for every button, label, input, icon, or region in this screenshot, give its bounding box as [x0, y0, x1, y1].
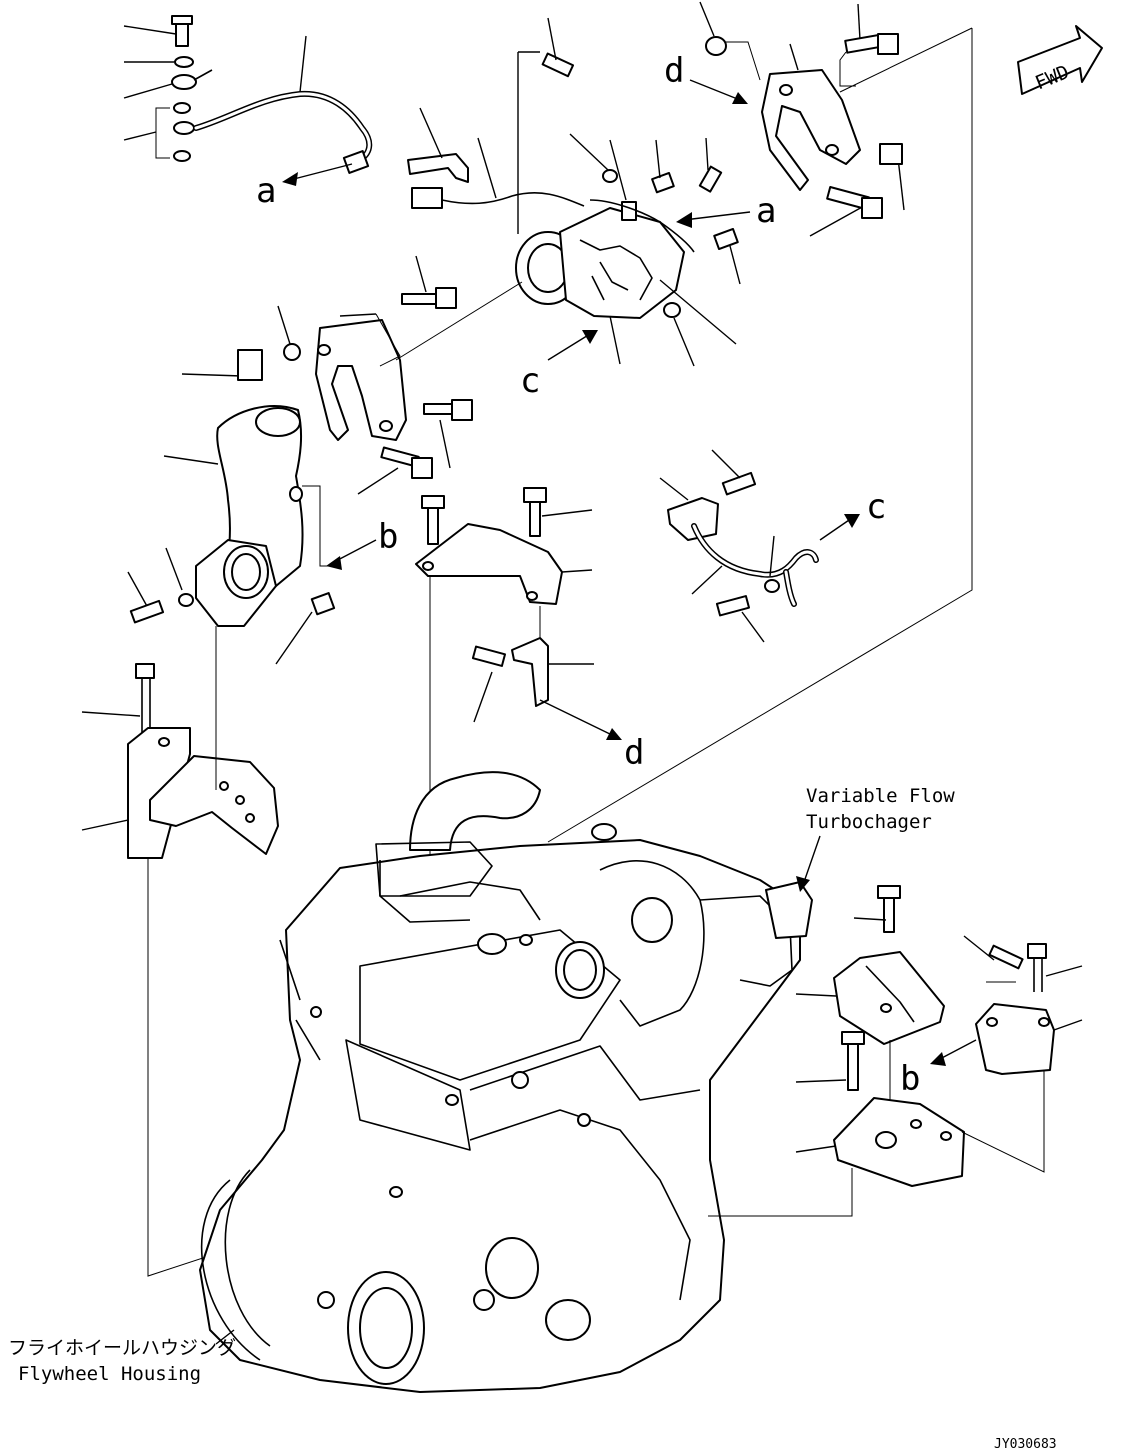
callout-b-left: b: [326, 517, 398, 570]
right-mounting-bracket-lower: [708, 1031, 965, 1217]
callout-c-top: c: [520, 330, 598, 401]
turbocharger-body: [515, 165, 739, 319]
callout-a-1: a: [256, 171, 276, 211]
right-mounting-block: [961, 935, 1083, 1173]
exhaust-elbow-pipe: [195, 405, 304, 627]
assembly-guide-line-top: [839, 27, 973, 93]
leader-lines-elbow: [127, 455, 330, 665]
clamp-upper-bolts: [705, 33, 903, 219]
callout-c-1: c: [520, 361, 540, 401]
engine-assembly: [199, 771, 813, 1393]
leader-lines-clamp-lower: [181, 255, 523, 495]
leader-lines-return-pipe: [659, 449, 775, 643]
callout-a-left: a: [256, 163, 353, 211]
harness-bracket: [407, 153, 585, 209]
callout-d-bottom: d: [539, 699, 644, 773]
oil-return-pipe: [667, 471, 819, 617]
leader-lines-turbo: [569, 133, 741, 367]
callout-c-2: c: [866, 487, 886, 527]
flywheel-housing-label: フライホイールハウジング Flywheel Housing: [8, 1329, 236, 1385]
elbow-bolts: [129, 592, 336, 624]
callout-c-right: c: [819, 487, 886, 541]
callout-d-1: d: [664, 51, 684, 91]
callout-a-right: a: [676, 191, 776, 231]
right-mounting-bracket-upper: [795, 885, 945, 1100]
oil-inlet-pipe: [193, 90, 373, 174]
flywheel-housing-label-jp: フライホイールハウジング: [8, 1337, 236, 1359]
variable-flow-label-line1: Variable Flow: [806, 785, 955, 807]
bolt-top-center: [541, 17, 575, 78]
clamp-lower-bolts: [237, 287, 473, 479]
variable-flow-label: Variable Flow Turbochager: [796, 785, 955, 892]
flywheel-housing-label-en: Flywheel Housing: [18, 1363, 201, 1385]
leader-lines-harness: [419, 51, 540, 234]
callout-b-1: b: [378, 517, 398, 557]
assembly-guide-line-right: [547, 28, 973, 843]
leader-lines-topleft: [123, 25, 307, 159]
callout-d-top: d: [664, 51, 748, 104]
callout-a-2: a: [756, 191, 776, 231]
left-mounting-bracket: [127, 663, 279, 859]
fwd-arrow-icon: FWD: [1017, 25, 1103, 95]
leader-lines-clamp-upper: [699, 1, 905, 237]
turbo-support-bracket-plate: [415, 487, 563, 605]
variable-flow-label-line2: Turbochager: [806, 811, 932, 833]
callout-d-2: d: [624, 733, 644, 773]
v-band-clamp-lower: [315, 319, 407, 441]
callout-b-right: b: [900, 1039, 977, 1099]
v-band-clamp-upper: [761, 69, 861, 191]
document-id: JY030683: [994, 1437, 1057, 1452]
small-l-bracket: [471, 637, 594, 723]
banjo-bolt-washer-stack: [171, 15, 213, 162]
callout-b-2: b: [900, 1059, 920, 1099]
